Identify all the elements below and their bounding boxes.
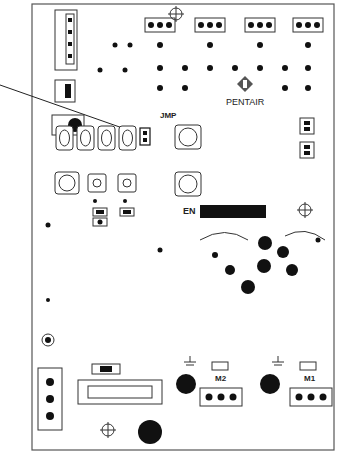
motor-label: M1	[304, 375, 315, 383]
motor-label: M2	[215, 375, 226, 383]
brand-label: PENTAIR	[226, 98, 264, 107]
connector-label: EN	[183, 207, 196, 216]
jumper-label: JMP	[160, 112, 176, 120]
